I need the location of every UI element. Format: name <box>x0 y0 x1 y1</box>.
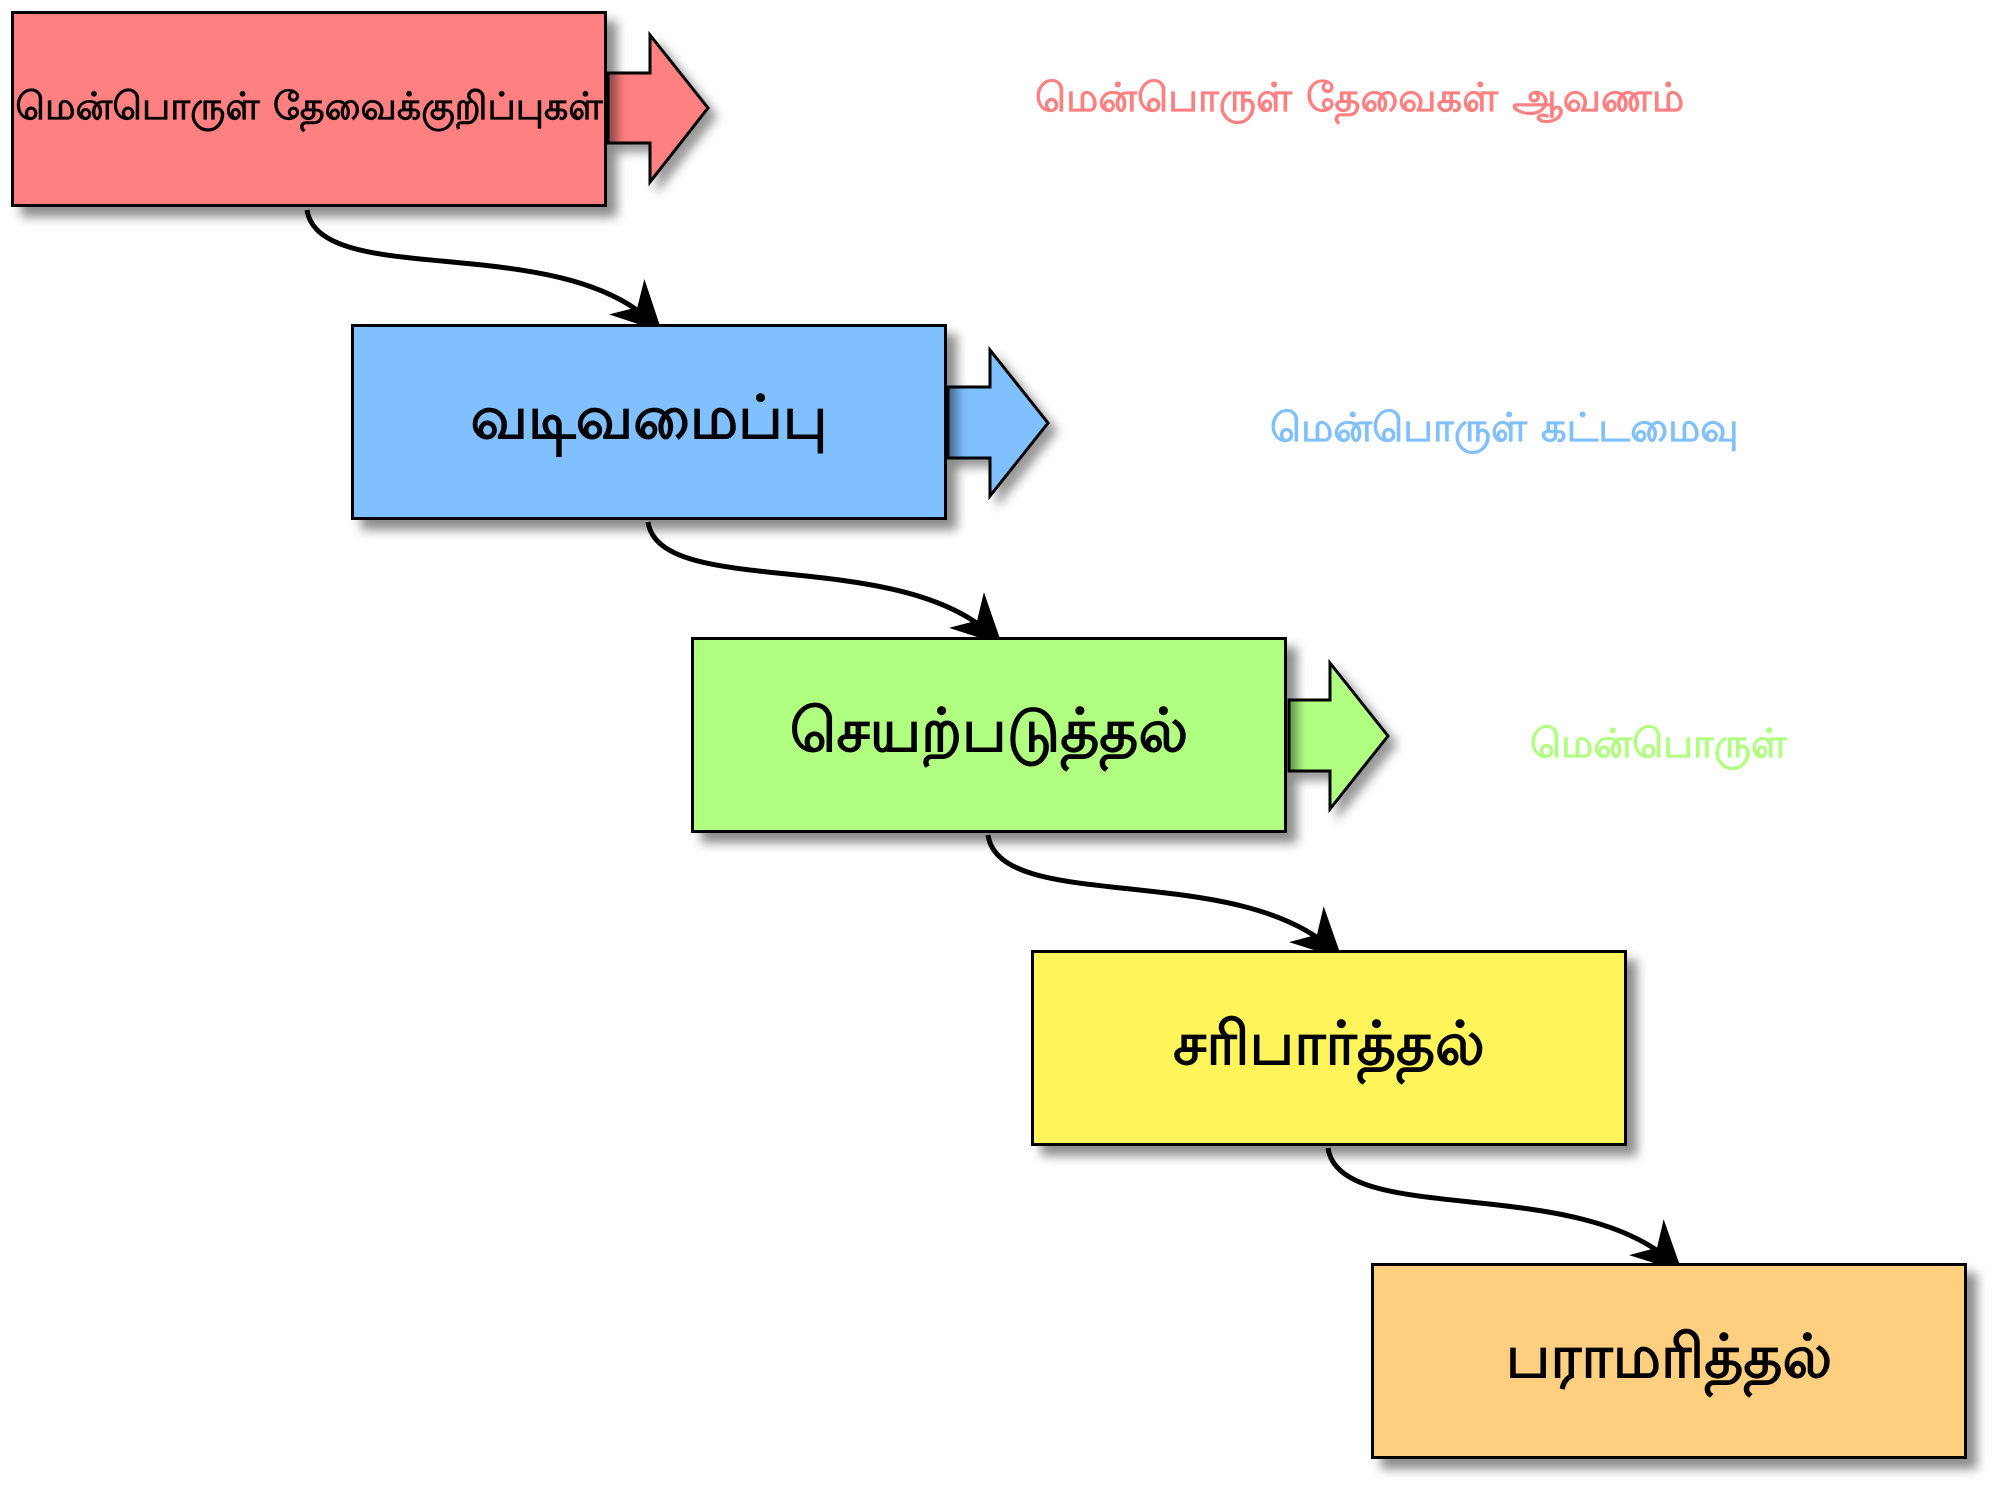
connector-3-4 <box>985 834 1343 959</box>
output-arrow-3 <box>1287 658 1390 814</box>
connector-4-5 <box>1325 1147 1683 1272</box>
stage-label-design: வடிவமைப்பு <box>470 383 828 453</box>
output-label-software-architecture: மென்பொருள் கட்டமைவு <box>1270 405 1739 451</box>
connector-2-3 <box>645 521 1003 645</box>
stage-box-requirements: மென்பொருள் தேவைக்குறிப்புகள் <box>11 11 607 207</box>
stage-label-maintenance: பராமரித்தல் <box>1505 1322 1833 1392</box>
stage-label-implementation: செயற்படுத்தல் <box>789 696 1189 766</box>
stage-box-maintenance: பராமரித்தல் <box>1371 1263 1967 1459</box>
output-arrow-1 <box>606 30 710 187</box>
stage-label-verification: சரிபார்த்தல் <box>1173 1009 1485 1079</box>
output-label-software: மென்பொருள் <box>1530 721 1788 767</box>
connector-1-2 <box>304 209 663 333</box>
stage-box-design: வடிவமைப்பு <box>351 324 947 520</box>
output-label-requirements-document: மென்பொருள் தேவைகள் ஆவணம் <box>1035 75 1685 121</box>
stage-box-implementation: செயற்படுத்தல் <box>691 637 1287 833</box>
stage-box-verification: சரிபார்த்தல் <box>1031 950 1627 1146</box>
stage-label-requirements: மென்பொருள் தேவைக்குறிப்புகள் <box>15 84 603 128</box>
output-arrow-2 <box>946 345 1050 501</box>
